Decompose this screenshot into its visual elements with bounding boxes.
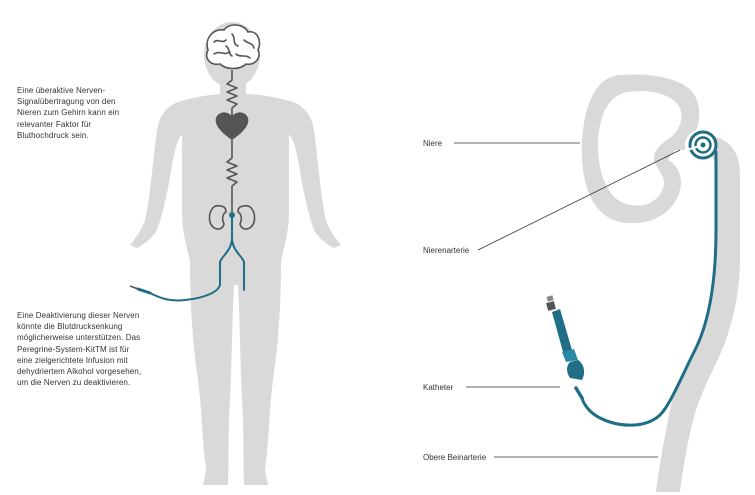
label-nierenarterie: Nierenarterie bbox=[423, 246, 470, 255]
outro-text: Eine Deaktivierung dieser Nerven könnte … bbox=[17, 311, 142, 388]
renal-and-leg-artery bbox=[656, 135, 740, 492]
catheter-handle-small bbox=[129, 285, 152, 295]
renal-target-icon bbox=[688, 130, 718, 160]
kidneys-icon bbox=[208, 204, 256, 230]
leader-nierenarterie bbox=[477, 149, 681, 251]
label-obere-beinarterie: Obere Beinarterie bbox=[423, 453, 487, 462]
brain-icon bbox=[205, 24, 261, 70]
label-niere: Niere bbox=[423, 139, 443, 148]
nerve-line-lower bbox=[226, 140, 238, 212]
kidney-shape bbox=[581, 74, 700, 224]
body-catheter-path bbox=[149, 214, 245, 302]
catheter-handle bbox=[546, 295, 585, 400]
human-body-silhouette bbox=[130, 22, 341, 485]
intro-text: Eine überaktive Nerven-Signalübertragung… bbox=[17, 86, 120, 140]
heart-icon bbox=[215, 112, 249, 140]
needle-tip bbox=[679, 145, 701, 153]
label-katheter: Katheter bbox=[423, 383, 454, 392]
nerve-line-upper bbox=[226, 70, 238, 118]
catheter-line bbox=[580, 150, 718, 427]
leader-lines bbox=[454, 142, 681, 458]
